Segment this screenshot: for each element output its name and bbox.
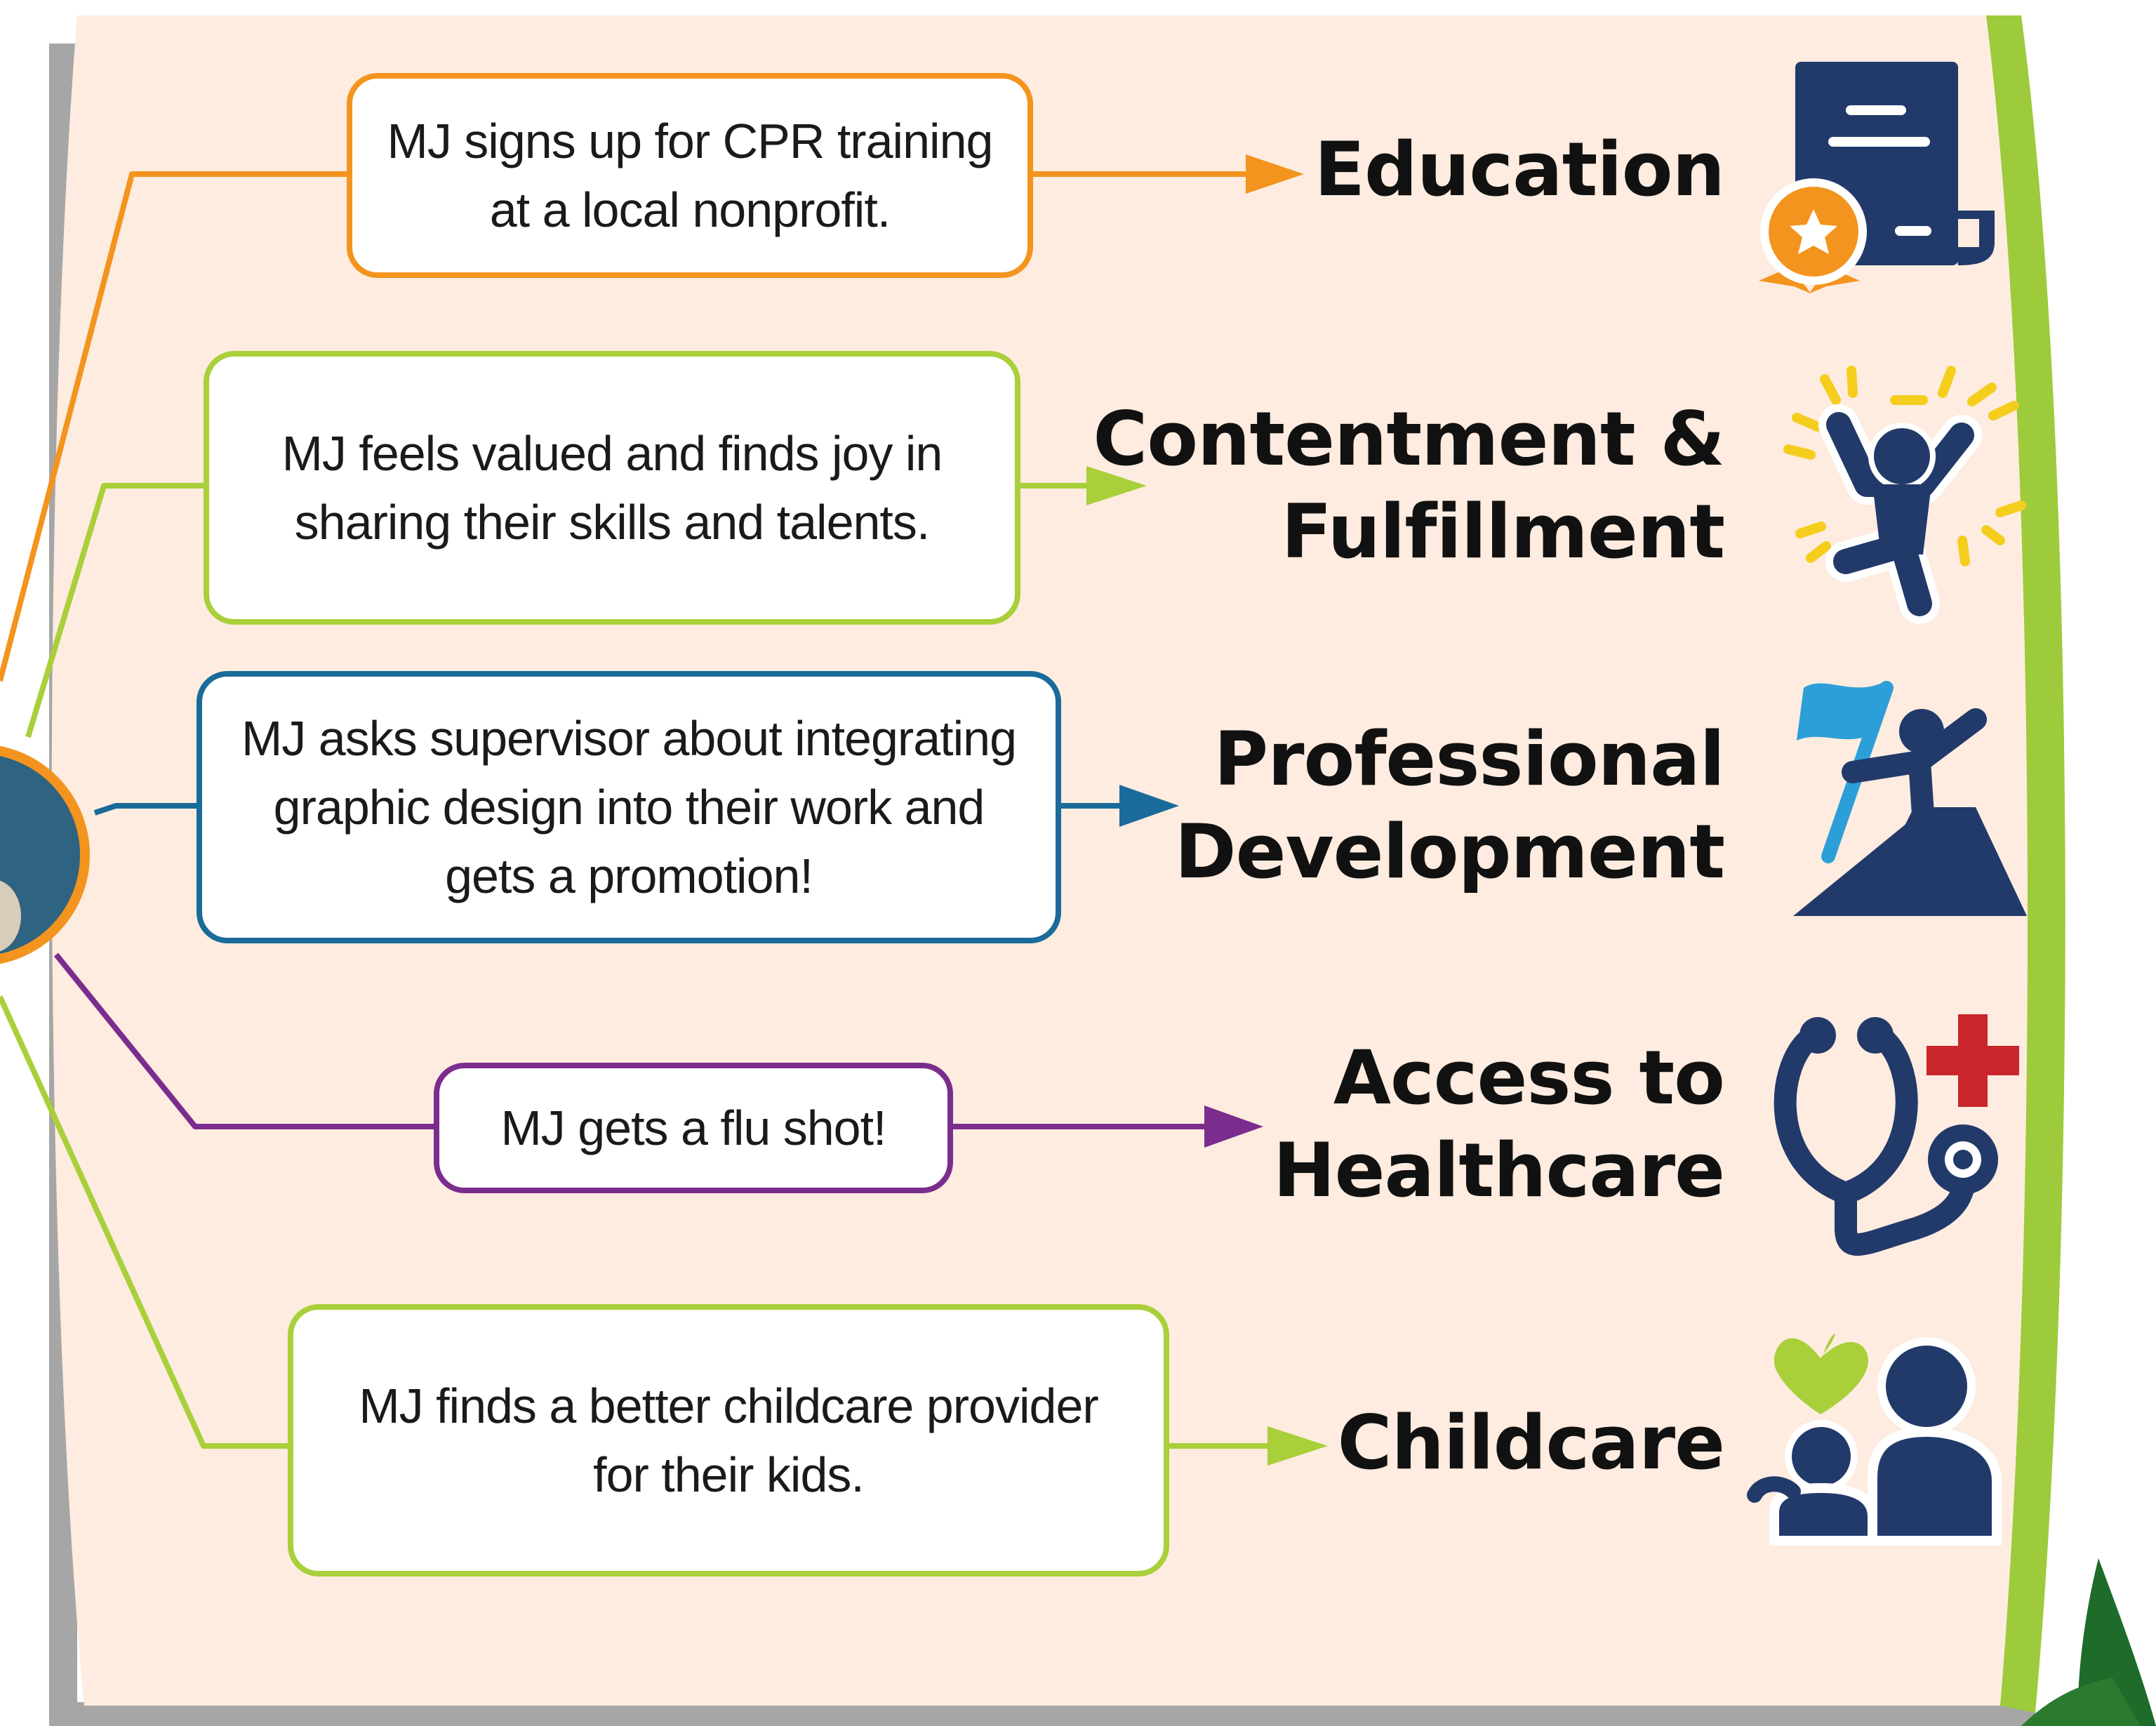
celebrating-person-icon (1783, 366, 2026, 624)
connector-professional (93, 803, 199, 816)
label-professional: Professional Development (1174, 716, 1725, 895)
statement-box-education: MJ signs up for CPR training at a local … (347, 73, 1033, 278)
statement-box-healthcare: MJ gets a flu shot! (434, 1063, 953, 1193)
label-childcare: Childcare (1337, 1400, 1725, 1486)
certificate-icon (1759, 62, 1995, 293)
connector-childcare (0, 995, 291, 1449)
label-healthcare: Access to Healthcare (1272, 1035, 1725, 1214)
statement-box-professional: MJ asks supervisor about integrating gra… (197, 671, 1061, 943)
connector-contentment (25, 483, 206, 738)
summit-flag-icon (1793, 681, 2027, 916)
statement-box-contentment: MJ feels valued and finds joy in sharing… (204, 351, 1020, 625)
connector-healthcare (53, 952, 437, 1129)
arrowhead-contentment (1086, 466, 1147, 505)
label-contentment: Contentment & Fulfillment (1093, 396, 1725, 575)
arrowhead-professional (1119, 785, 1179, 827)
parent-child-icon (1747, 1334, 2002, 1546)
arrowhead-healthcare (1204, 1106, 1263, 1148)
panel-shadow-bottom (49, 1702, 2035, 1726)
label-education: Education (1314, 126, 1725, 213)
stethoscope-icon (1774, 1014, 2019, 1256)
arrowhead-childcare (1267, 1426, 1328, 1466)
arrowhead-education (1246, 154, 1304, 194)
panel-rim (1986, 15, 2065, 1713)
connector-education (0, 171, 350, 682)
statement-box-childcare: MJ finds a better childcare provider for… (288, 1304, 1169, 1576)
leaf-decoration-2 (2021, 1678, 2141, 1726)
avatar (0, 745, 90, 964)
